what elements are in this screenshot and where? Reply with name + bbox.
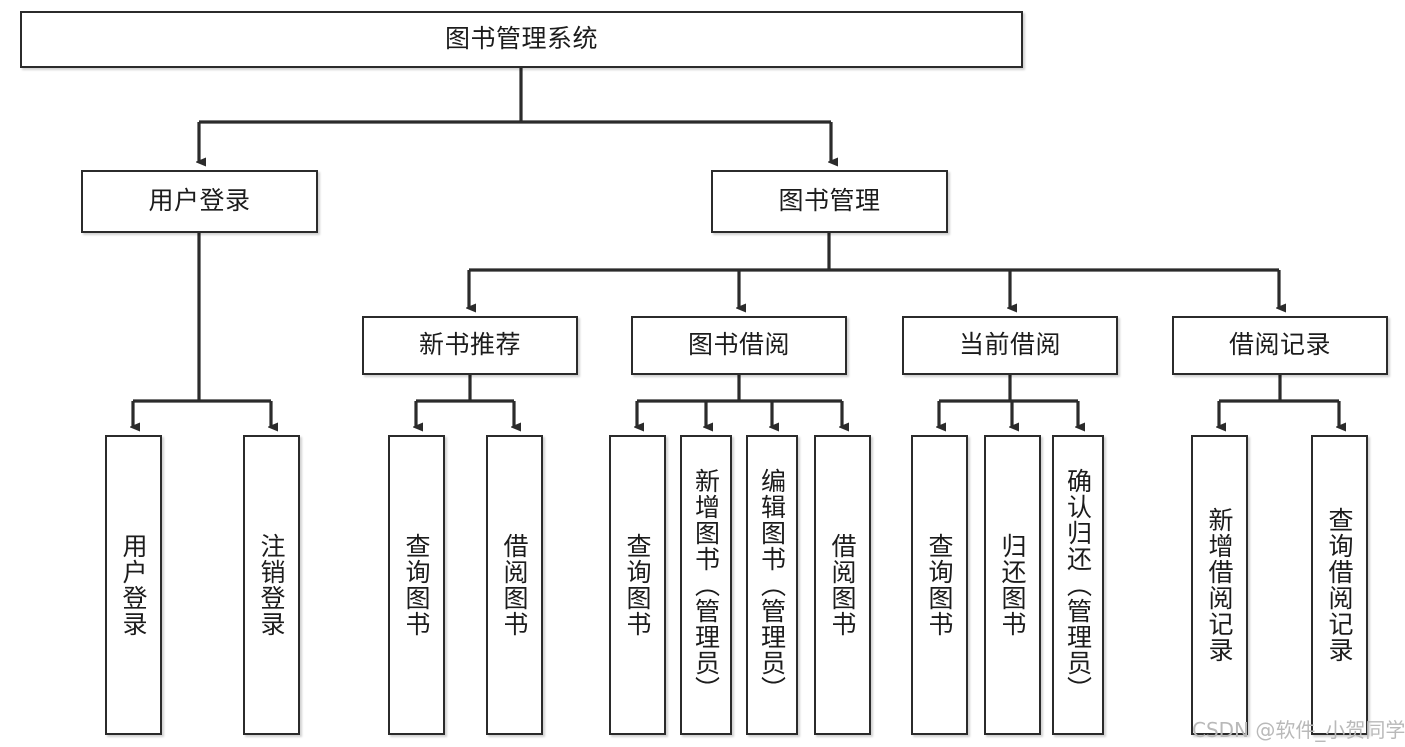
node-leaf-add-book-admin[interactable]: 新增图书（管理员） (680, 435, 732, 735)
node-leaf-user-login[interactable]: 用户登录 (105, 435, 162, 735)
node-user-login[interactable]: 用户登录 (81, 170, 318, 233)
node-leaf-return-book-label: 归还图书 (998, 533, 1027, 637)
node-leaf-query-book-1-label: 查询图书 (402, 533, 431, 637)
node-leaf-query-book-2-label: 查询图书 (623, 533, 652, 637)
node-leaf-add-borrow-record-label: 新增借阅记录 (1205, 507, 1234, 663)
node-leaf-query-book-3-label: 查询图书 (925, 533, 954, 637)
node-leaf-edit-book-admin[interactable]: 编辑图书（管理员） (746, 435, 798, 735)
node-user-login-label: 用户登录 (148, 186, 251, 216)
node-leaf-borrow-book-1[interactable]: 借阅图书 (486, 435, 543, 735)
node-leaf-add-borrow-record[interactable]: 新增借阅记录 (1191, 435, 1248, 735)
node-leaf-user-login-label: 用户登录 (119, 533, 148, 637)
node-root[interactable]: 图书管理系统 (20, 11, 1023, 68)
node-leaf-add-book-admin-label: 新增图书（管理员） (691, 468, 721, 702)
node-new-book-recommend-label: 新书推荐 (418, 330, 521, 360)
node-leaf-query-book-3[interactable]: 查询图书 (911, 435, 968, 735)
node-leaf-query-borrow-record-label: 查询借阅记录 (1325, 507, 1354, 663)
node-current-borrow-label: 当前借阅 (958, 330, 1061, 360)
node-leaf-confirm-return-admin-label: 确认归还（管理员） (1063, 468, 1093, 702)
node-leaf-confirm-return-admin[interactable]: 确认归还（管理员） (1052, 435, 1104, 735)
node-new-book-recommend[interactable]: 新书推荐 (362, 316, 578, 375)
node-leaf-query-book-2[interactable]: 查询图书 (609, 435, 666, 735)
node-borrow-record-label: 借阅记录 (1228, 330, 1331, 360)
node-leaf-borrow-book-2[interactable]: 借阅图书 (814, 435, 871, 735)
node-leaf-logout-login-label: 注销登录 (257, 533, 286, 637)
node-book-borrow[interactable]: 图书借阅 (631, 316, 847, 375)
node-leaf-logout-login[interactable]: 注销登录 (243, 435, 300, 735)
node-current-borrow[interactable]: 当前借阅 (902, 316, 1118, 375)
node-leaf-edit-book-admin-label: 编辑图书（管理员） (757, 468, 787, 702)
node-leaf-borrow-book-1-label: 借阅图书 (500, 533, 529, 637)
node-root-label: 图书管理系统 (444, 24, 598, 54)
node-leaf-borrow-book-2-label: 借阅图书 (828, 533, 857, 637)
node-leaf-return-book[interactable]: 归还图书 (984, 435, 1041, 735)
node-book-management[interactable]: 图书管理 (711, 170, 948, 233)
node-borrow-record[interactable]: 借阅记录 (1172, 316, 1388, 375)
node-leaf-query-borrow-record[interactable]: 查询借阅记录 (1311, 435, 1368, 735)
node-book-management-label: 图书管理 (778, 186, 881, 216)
csdn-watermark: CSDN @软件_小贺同学 (1192, 718, 1405, 742)
node-book-borrow-label: 图书借阅 (687, 330, 790, 360)
node-leaf-query-book-1[interactable]: 查询图书 (388, 435, 445, 735)
